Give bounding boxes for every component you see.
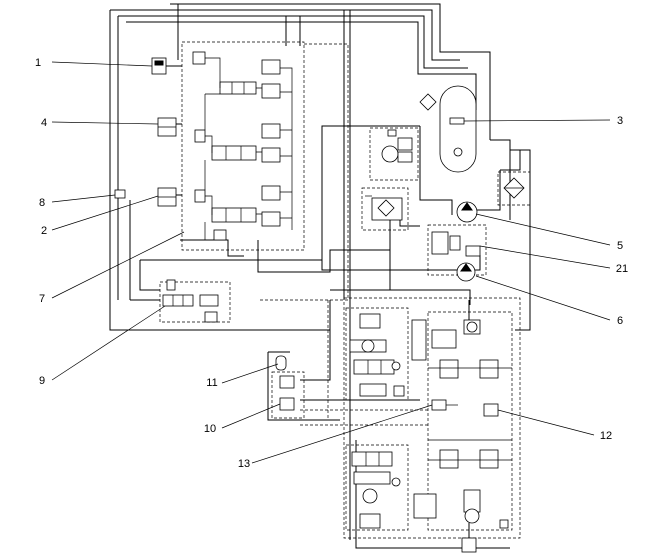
- motor-pump-group: [381, 129, 413, 163]
- cylinder-4: [157, 117, 182, 137]
- valve-13: [431, 399, 458, 411]
- callout-7: 7: [39, 293, 45, 305]
- callout-8: 8: [39, 197, 45, 209]
- callout-21: 21: [616, 263, 628, 275]
- pipe-network: [109, 3, 531, 549]
- leader-lines: [51, 61, 611, 464]
- valve-21: [431, 231, 481, 257]
- component-8: [114, 189, 126, 199]
- power-pack: [411, 300, 512, 553]
- callout-9: 9: [39, 375, 45, 387]
- callout-5: 5: [617, 240, 623, 252]
- tank-3: [419, 85, 477, 173]
- upper-sub-block: [349, 313, 405, 397]
- valve-bank: [192, 51, 293, 241]
- filter-block: [365, 195, 403, 221]
- lower-sub-block: [351, 451, 401, 529]
- accumulator-11: [275, 355, 287, 371]
- callout-1: 1: [35, 57, 41, 69]
- callout-11: 11: [206, 377, 217, 389]
- pump-6: [456, 262, 476, 282]
- callout-6: 6: [617, 315, 623, 327]
- callout-10: 10: [204, 423, 216, 435]
- cylinder-1: [151, 57, 182, 75]
- filter-right: [503, 177, 525, 199]
- callout-4: 4: [41, 117, 47, 129]
- callout-3: 3: [617, 115, 623, 127]
- dashed-boundaries: [159, 41, 531, 539]
- valve-9: [162, 279, 219, 323]
- cylinder-2: [157, 187, 182, 207]
- callout-13: 13: [238, 458, 250, 470]
- callout-2: 2: [41, 225, 47, 237]
- valve-10: [279, 375, 295, 411]
- pump-5: [456, 201, 478, 223]
- callout-12: 12: [600, 430, 612, 442]
